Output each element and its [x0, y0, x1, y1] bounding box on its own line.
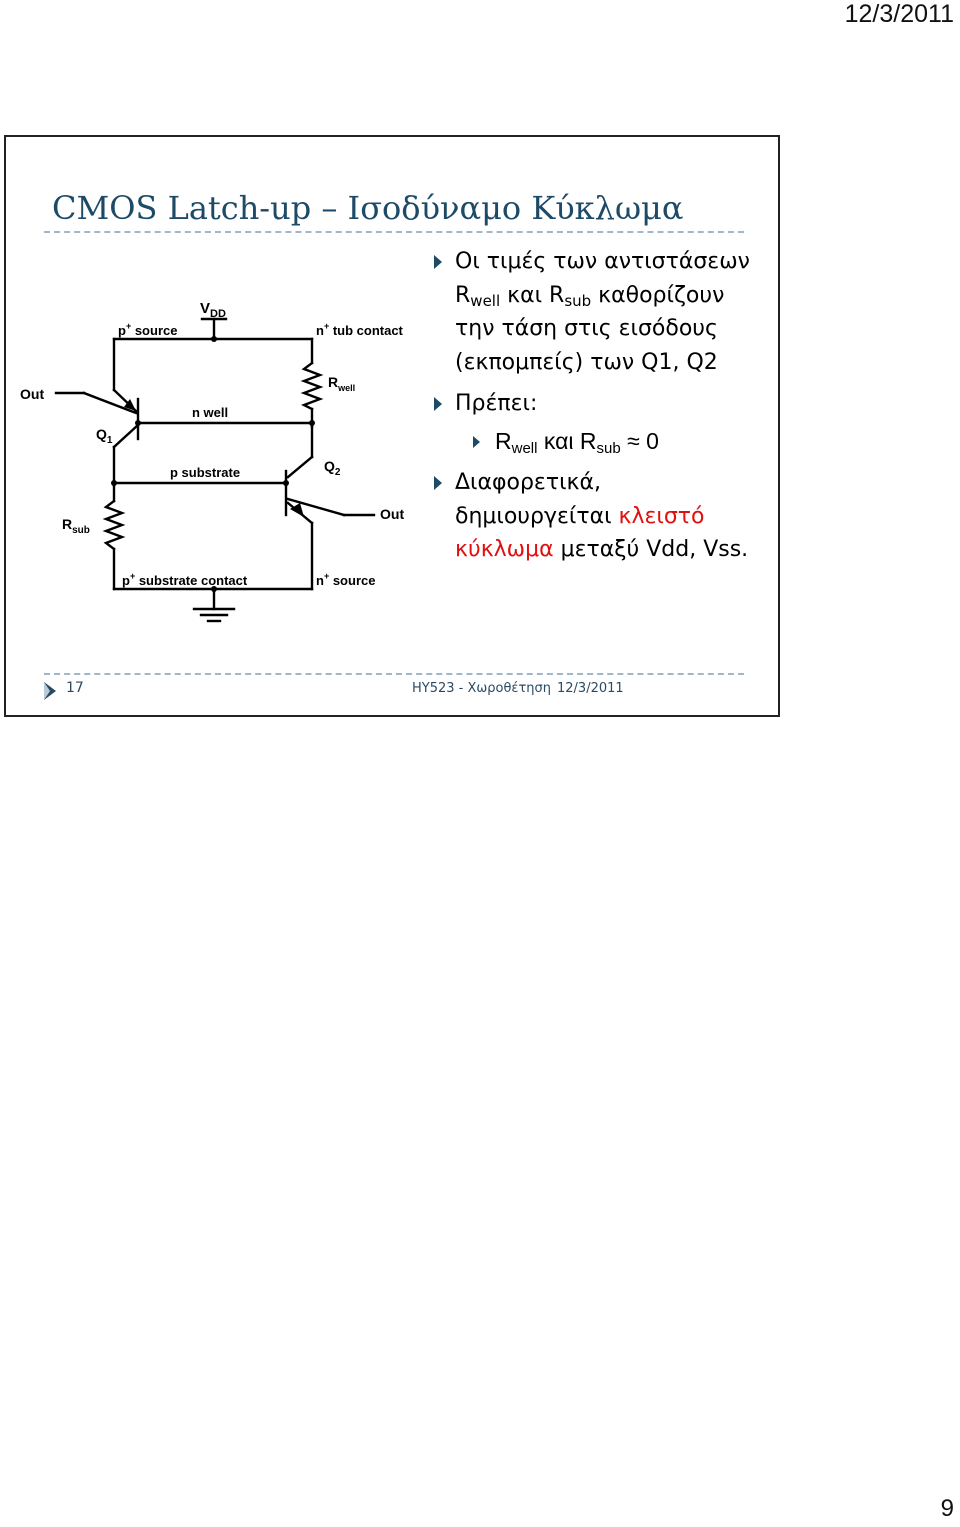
page-date: 12/3/2011 — [844, 0, 954, 28]
bullet-resistance-values: Οι τιμές των αντιστάσεων Rwell και Rsub … — [431, 245, 761, 379]
n-well-label: n well — [192, 405, 228, 420]
substrate-contact-label: p+ substrate contact — [122, 571, 248, 588]
junction-gnd — [211, 586, 217, 592]
short-circuit-highlight: κλειστό κύκλωμα — [455, 503, 705, 563]
rwell-resistor — [300, 361, 324, 411]
q1-emitter-arrow — [124, 399, 136, 411]
out-left-label: Out — [20, 386, 44, 402]
tub-contact-label: n+ tub contact — [316, 321, 404, 338]
junction-vdd — [211, 336, 217, 342]
p-source-label: p+ source — [118, 321, 177, 338]
sub-bullet-condition: Rwell και Rsub ≈ 0 — [471, 425, 761, 459]
title-divider — [44, 231, 744, 233]
q1-collector — [112, 423, 140, 449]
q2-output — [286, 497, 346, 517]
footer-slide-number: 17 — [66, 680, 84, 696]
q2-collector — [286, 455, 314, 479]
junction-nwell-right — [309, 420, 315, 426]
n-source-label: n+ source — [316, 571, 375, 588]
bullet-otherwise: Διαφορετικά, δημιουργείται κλειστό κύκλω… — [431, 466, 761, 567]
junction-psub-left — [111, 480, 117, 486]
junction-psub-right — [283, 480, 289, 486]
slide-title: CMOS Latch-up – Ισοδύναμο Κύκλωμα — [52, 189, 684, 227]
q1-input — [82, 391, 138, 415]
rsub-label: Rsub — [62, 516, 90, 536]
footer-date: 12/3/2011 — [557, 681, 624, 696]
rsub-resistor — [102, 499, 126, 551]
vdd-label: VDD — [200, 300, 226, 320]
page-number: 9 — [940, 1495, 954, 1522]
latchup-circuit-diagram: VDD p+ source n+ tub contact Out Q1 n we… — [20, 300, 404, 623]
footer-divider — [44, 673, 744, 675]
out-right-label: Out — [380, 506, 404, 522]
p-substrate-label: p substrate — [170, 465, 240, 480]
bullet-must: Πρέπει: — [431, 387, 761, 421]
footer-course: ΗΥ523 - Χωροθέτηση — [412, 681, 552, 696]
q2-emitter-arrow — [290, 503, 304, 517]
footer-arrow-icon — [44, 682, 56, 700]
junction-nwell-left — [135, 420, 141, 426]
q2-label: Q2 — [324, 458, 341, 478]
rwell-label: Rwell — [328, 374, 355, 393]
bullet-list: Οι τιμές των αντιστάσεων Rwell και Rsub … — [431, 245, 761, 567]
q1-label: Q1 — [96, 426, 113, 446]
slide: CMOS Latch-up – Ισοδύναμο Κύκλωμα — [4, 135, 780, 717]
